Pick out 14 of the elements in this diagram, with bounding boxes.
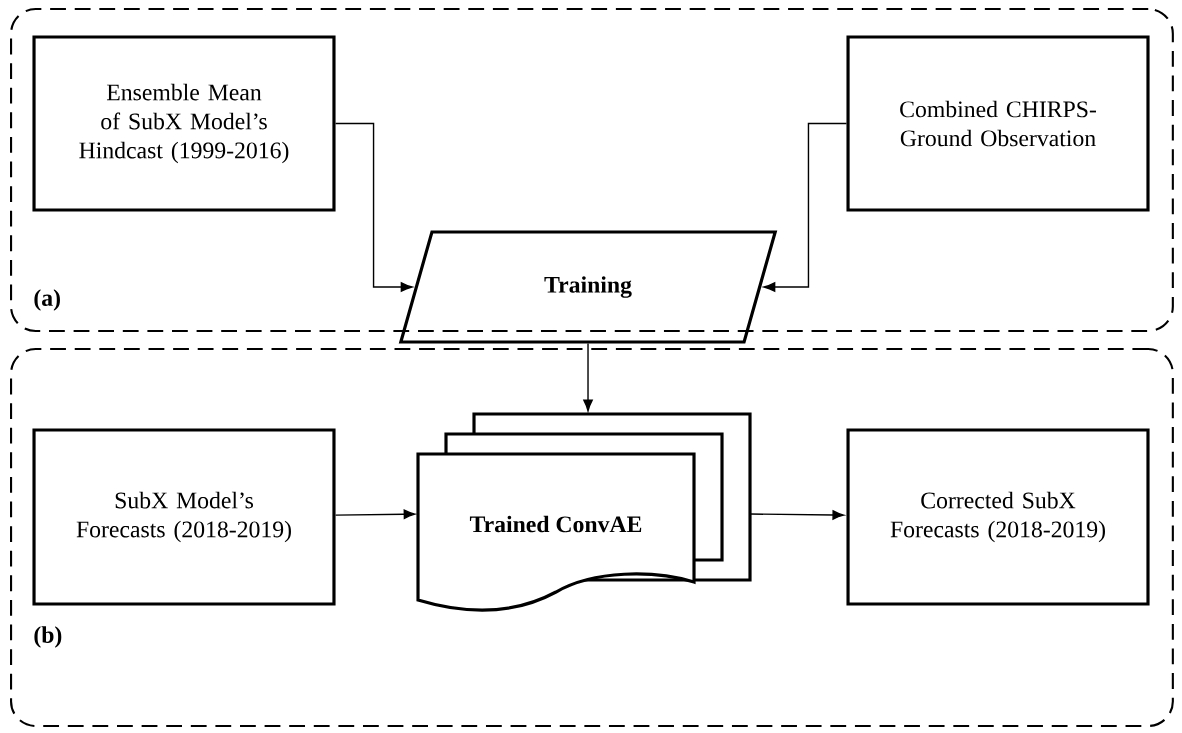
panel-label: (a) — [34, 289, 60, 311]
arrow — [334, 122, 413, 292]
process-box: Ensemble Mean of SubX Model’s Hindcast (1999-2016) — [32, 35, 336, 212]
panel-box — [10, 8, 1174, 333]
process-box: Corrected SubX Forecasts (2018-2019) — [846, 428, 1150, 606]
arrow — [749, 510, 845, 520]
process-box: Combined CHIRPS-Ground Observation — [846, 35, 1150, 212]
panel-box — [10, 348, 1174, 728]
process-box: SubX Model’s Forecasts (2018-2019) — [32, 428, 336, 606]
arrow — [763, 122, 848, 292]
panel-label: (b) — [34, 626, 62, 648]
document-stack: Trained ConvAE — [416, 412, 752, 612]
arrow — [583, 342, 593, 412]
arrow — [334, 509, 416, 519]
